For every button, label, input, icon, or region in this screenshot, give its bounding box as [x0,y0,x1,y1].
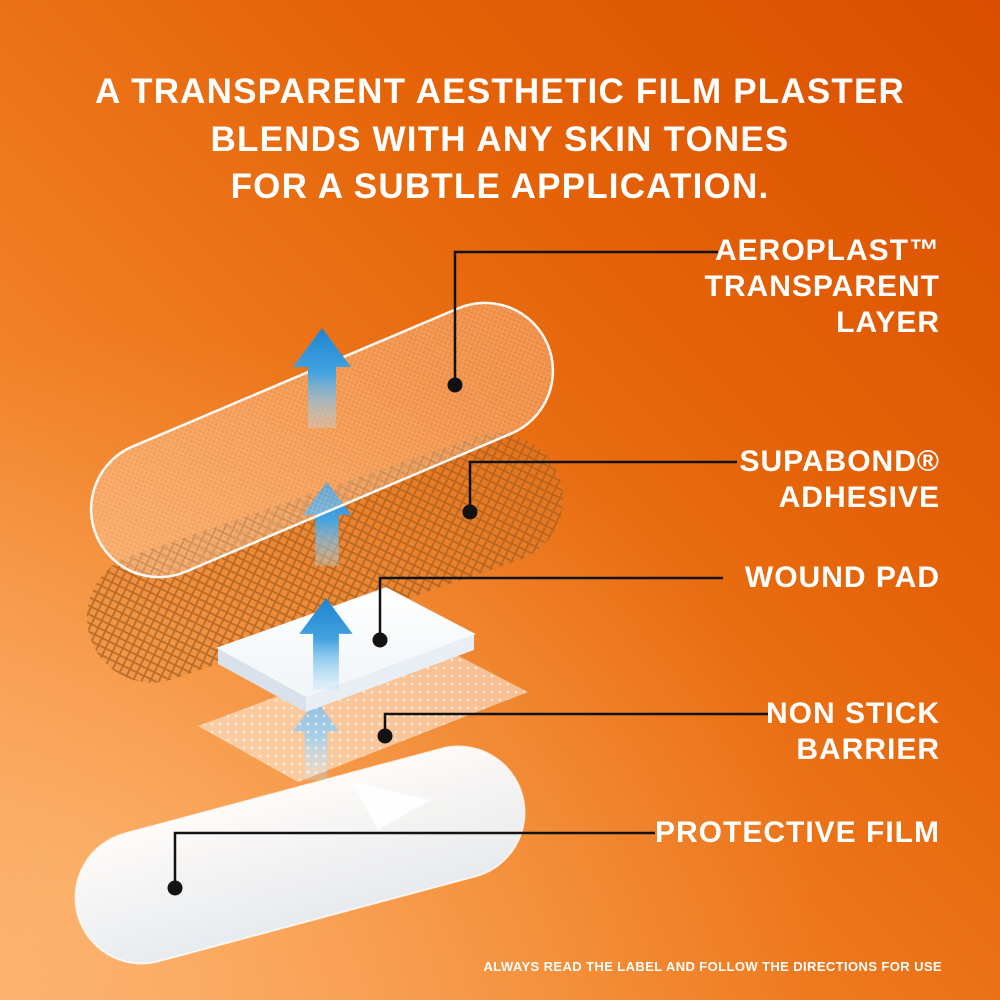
callout-line: BARRIER [796,733,940,766]
callout-protective-film: PROTECTIVE FILM [655,815,940,851]
headline-line: FOR A SUBTLE APPLICATION. [230,167,770,207]
footer-disclaimer: ALWAYS READ THE LABEL AND FOLLOW THE DIR… [483,959,942,974]
callout-line: WOUND PAD [744,561,940,594]
film-fold-graphic [352,782,430,830]
leader-dot-barrier [377,728,393,744]
headline-line: BLENDS WITH ANY SKIN TONES [210,119,790,159]
leader-line-film [173,831,655,888]
callout-line: AEROPLAST™ [714,234,940,267]
callout-non-stick-barrier: NON STICK BARRIER [766,696,940,768]
non-stick-barrier-graphic [198,640,528,830]
leader-dot-transparent-layer [447,377,463,393]
headline-line: A TRANSPARENT AESTHETIC FILM PLASTER [95,72,905,111]
callout-line: TRANSPARENT [704,270,940,303]
callout-supabond-adhesive: SUPABOND® ADHESIVE [739,444,940,516]
callout-line: ADHESIVE [778,481,940,514]
callout-line: NON STICK [766,697,940,730]
leader-line-wound-pad [378,576,723,640]
headline: A TRANSPARENT AESTHETIC FILM PLASTER BLE… [0,68,1000,211]
leader-dot-film [167,880,183,896]
callout-line: SUPABOND® [739,445,940,478]
leader-dot-wound-pad [372,632,388,648]
callout-line: PROTECTIVE FILM [655,816,940,849]
leader-dot-adhesive [462,504,478,520]
leader-line-transparent-layer [453,250,718,385]
transparent-layer-graphic [89,301,555,579]
callout-wound-pad: WOUND PAD [745,560,940,596]
wound-pad-graphic [216,587,476,712]
callout-aeroplast-transparent-layer: AEROPLAST™ TRANSPARENT LAYER [705,233,940,341]
up-arrow-icon [299,598,353,690]
up-arrow-icon [293,328,351,428]
callout-line: LAYER [836,306,940,339]
leader-line-adhesive [468,460,737,512]
